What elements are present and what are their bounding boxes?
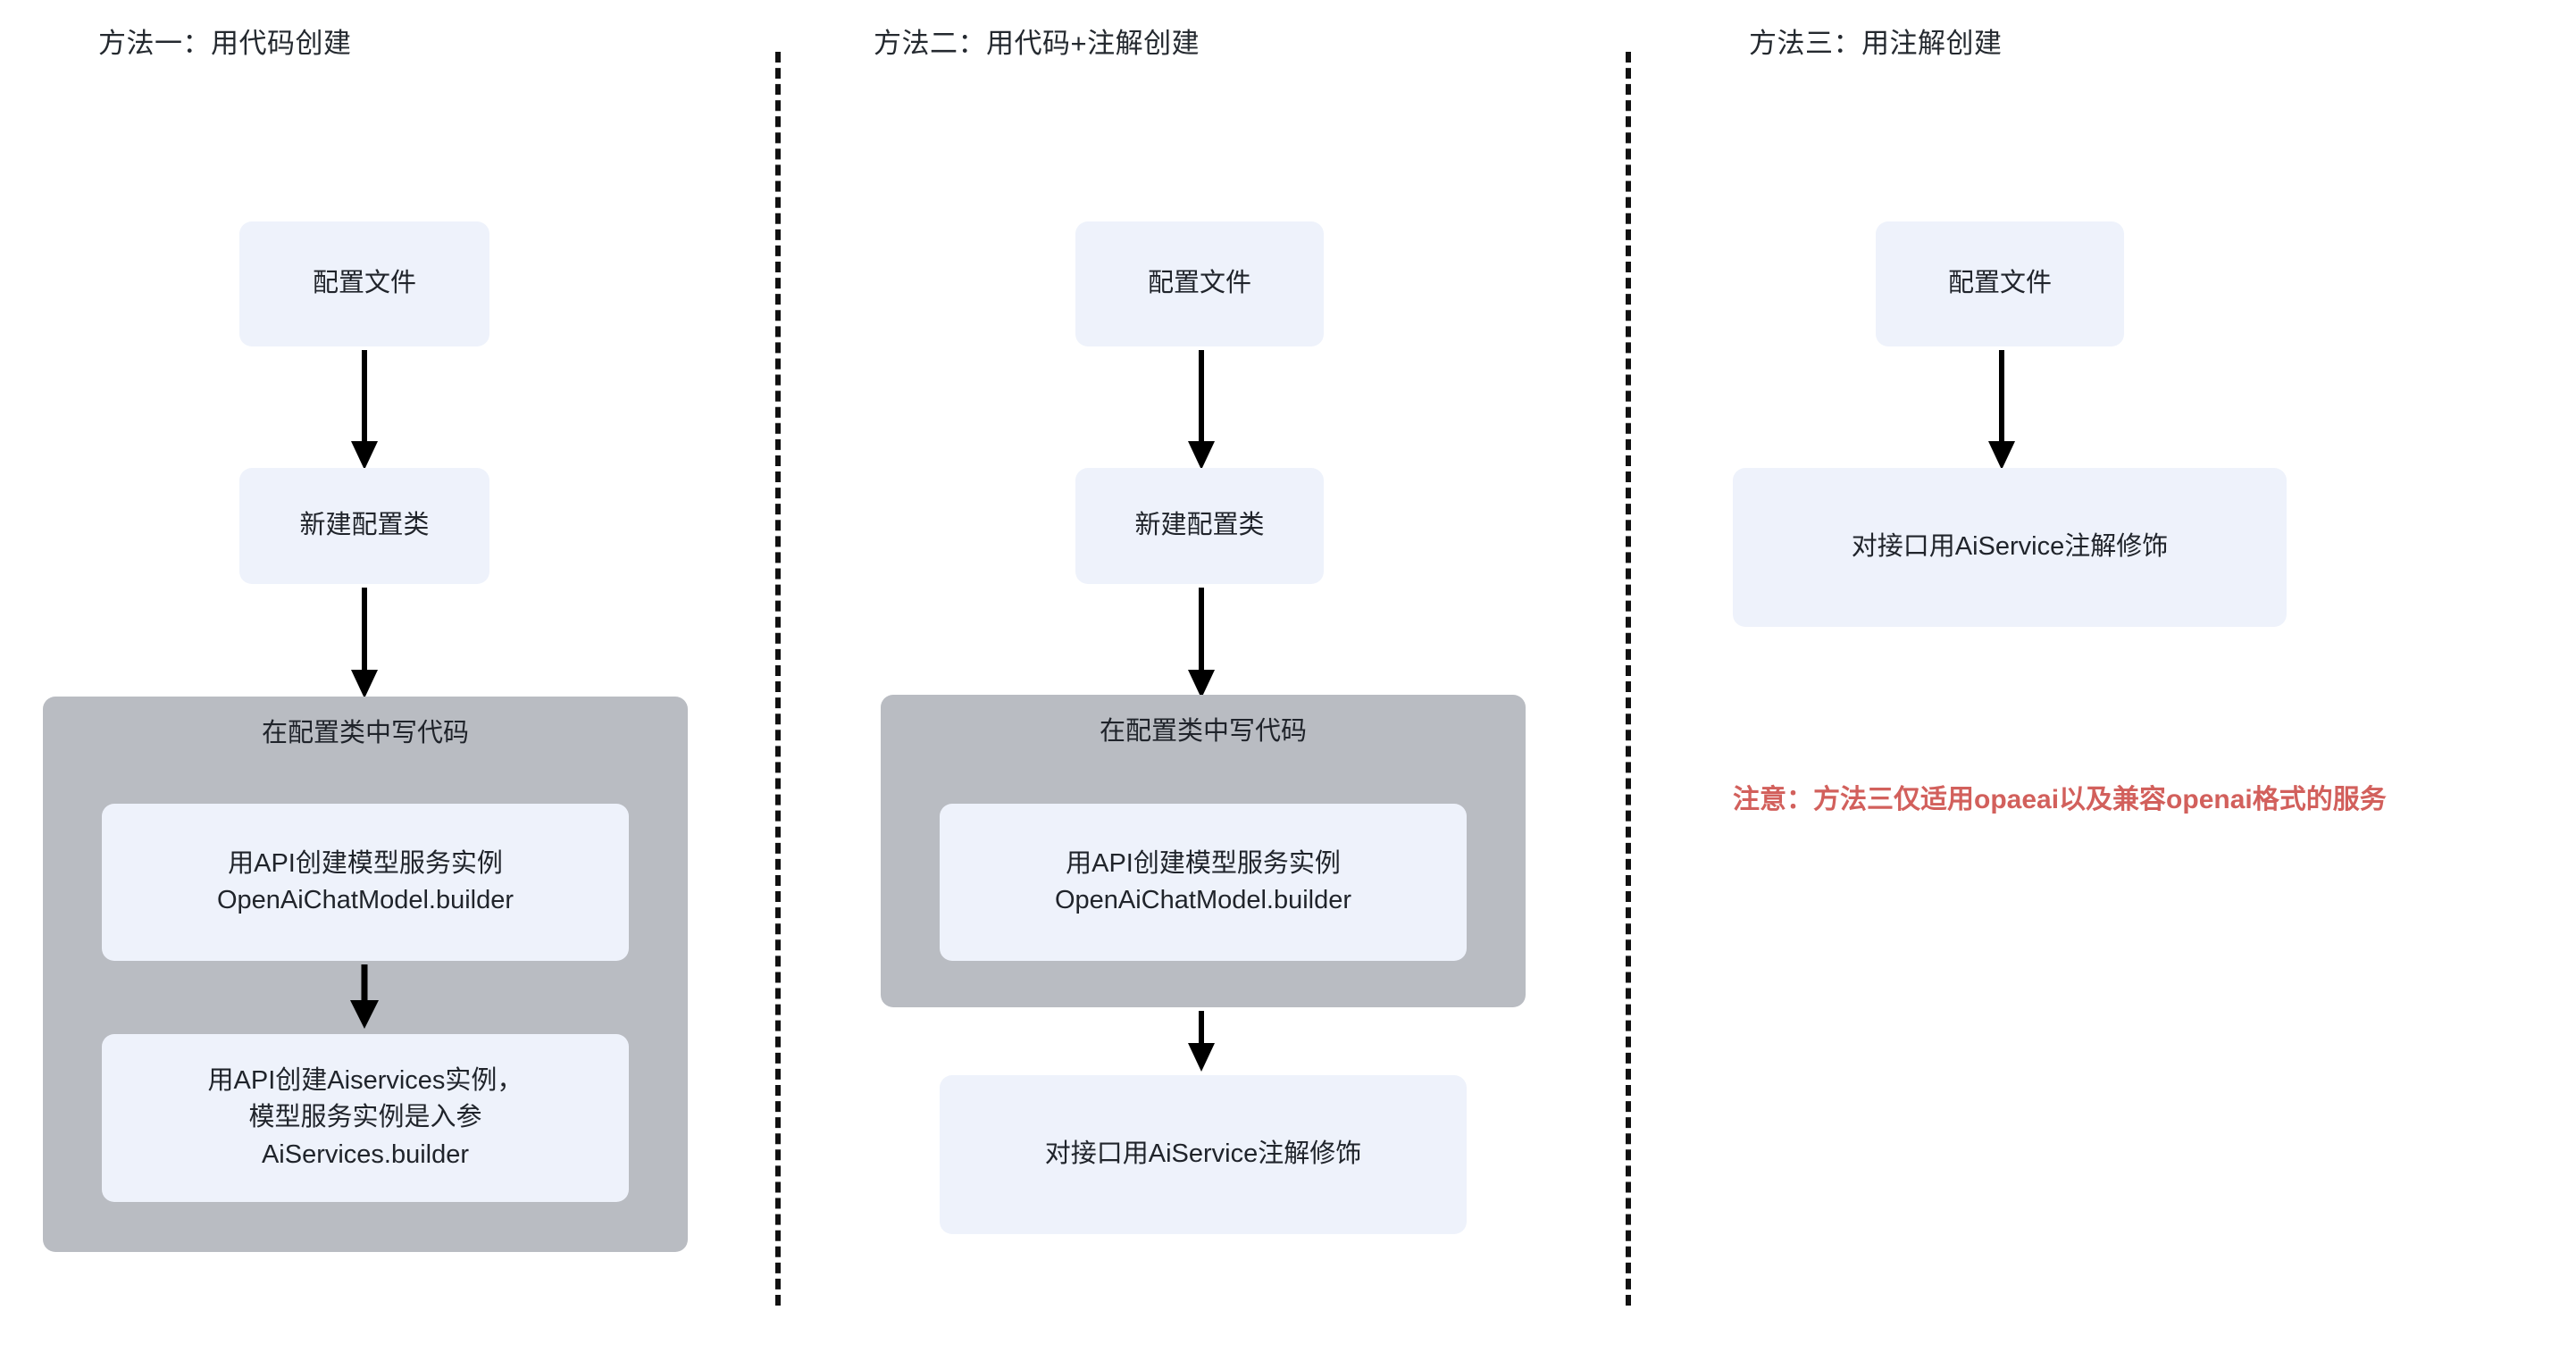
arrow-down-col1-2 [348, 588, 381, 700]
node-new-config-class-col2[interactable]: 新建配置类 [1075, 468, 1324, 584]
column-title-method-three: 方法三：用注解创建 [1749, 28, 2003, 59]
node-config-file-col3[interactable]: 配置文件 [1876, 221, 2124, 346]
arrow-down-col2-2 [1185, 588, 1217, 700]
column-title-method-two: 方法二：用代码+注解创建 [874, 28, 1200, 59]
node-annotate-interface-col3[interactable]: 对接口用AiService注解修饰 [1733, 468, 2287, 627]
column-divider-2 [1626, 52, 1631, 1306]
arrow-down-col2-3 [1185, 1011, 1217, 1073]
node-api-create-model-col1[interactable]: 用API创建模型服务实例 OpenAiChatModel.builder [102, 804, 629, 961]
node-new-config-class-col1[interactable]: 新建配置类 [239, 468, 489, 584]
column-title-method-one: 方法一：用代码创建 [98, 28, 352, 59]
arrow-down-col1-3 [348, 964, 381, 1031]
group-title-write-code-col2: 在配置类中写代码 [1099, 717, 1307, 746]
node-annotate-interface-col2[interactable]: 对接口用AiService注解修饰 [940, 1075, 1467, 1234]
group-title-write-code-col1: 在配置类中写代码 [261, 719, 469, 747]
arrow-down-col3-1 [1986, 350, 2018, 472]
node-config-file-col1[interactable]: 配置文件 [239, 221, 489, 346]
note-warning-method-three: 注意：方法三仅适用opaeai以及兼容openai格式的服务 [1733, 785, 2387, 814]
node-config-file-col2[interactable]: 配置文件 [1075, 221, 1324, 346]
arrow-down-col1-1 [348, 350, 381, 472]
node-api-create-model-col2[interactable]: 用API创建模型服务实例 OpenAiChatModel.builder [940, 804, 1467, 961]
column-divider-1 [775, 52, 781, 1306]
arrow-down-col2-1 [1185, 350, 1217, 472]
column-method-three [1624, 0, 2576, 1352]
node-api-create-aiservices-col1[interactable]: 用API创建Aiservices实例， 模型服务实例是入参 AiServices… [102, 1034, 629, 1202]
